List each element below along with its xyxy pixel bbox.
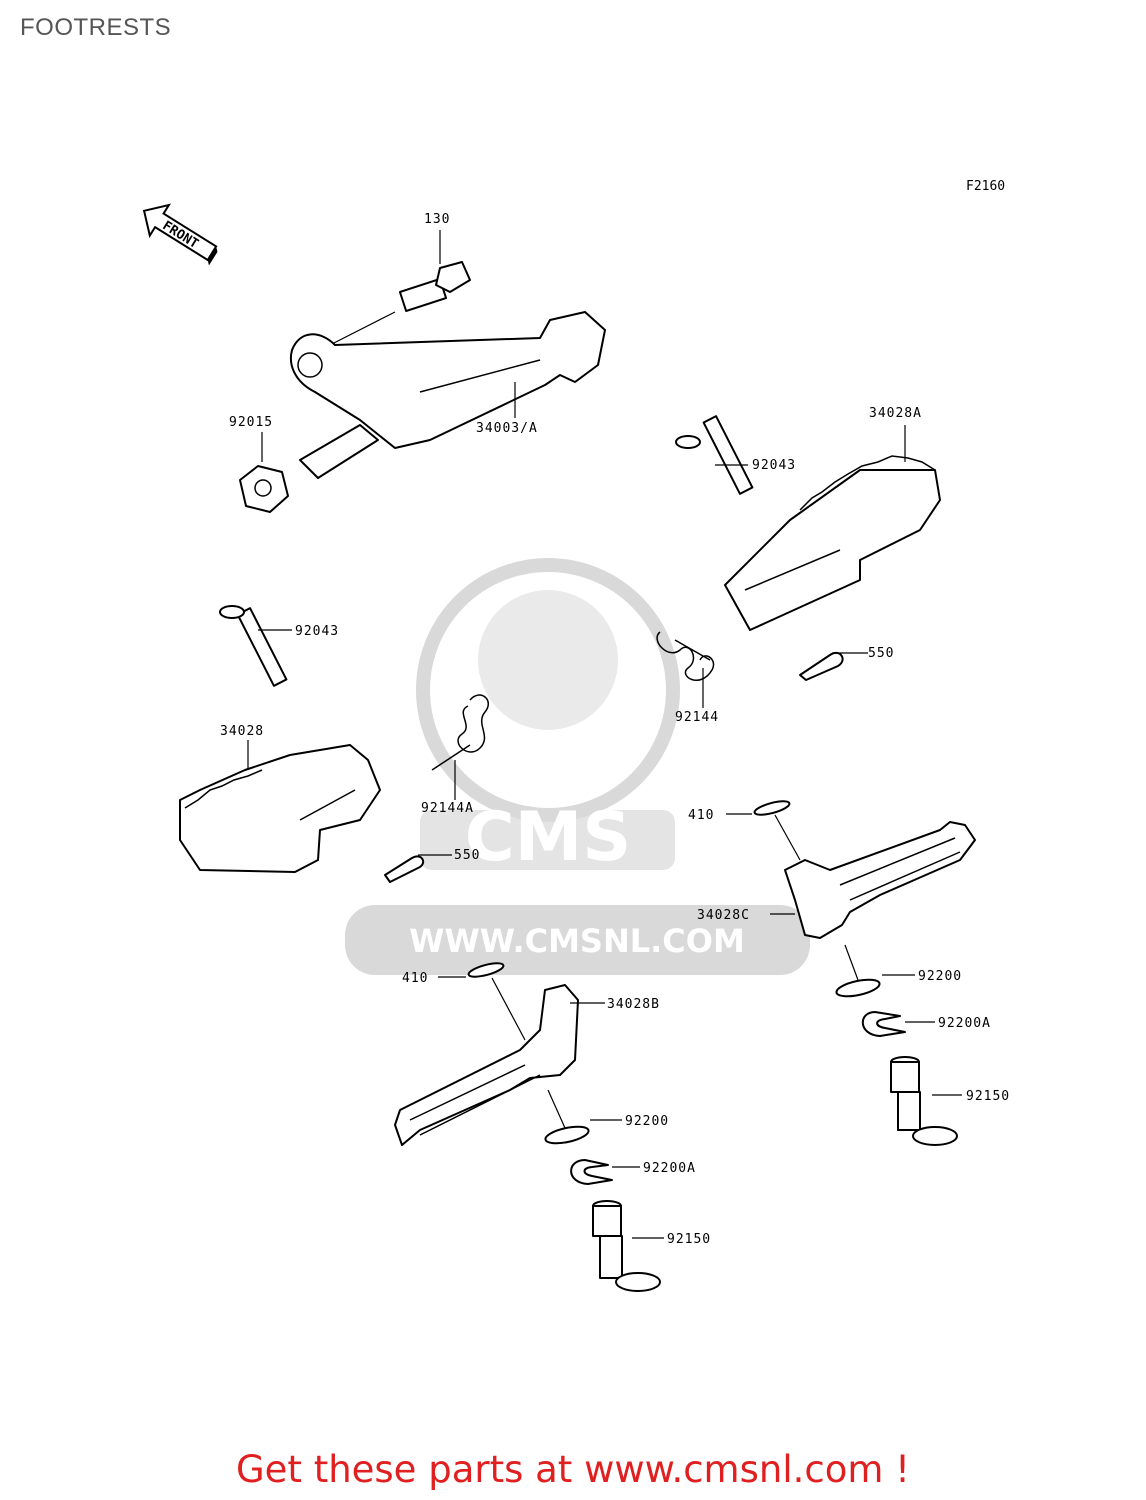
- callout-92200A-right: 92200A: [938, 1016, 991, 1031]
- callout-34028C: 34028C: [697, 908, 750, 923]
- cmsnl-watermark-logo: CMS WWW.CMSNL.COM: [345, 558, 810, 975]
- watermark-logo-text: CMS: [465, 798, 632, 877]
- clip-92200A-left: [570, 1159, 640, 1185]
- footrest-34028B: [394, 984, 605, 1146]
- washer-92200-left: [544, 1089, 622, 1145]
- callout-92200-right: 92200: [918, 969, 962, 984]
- callout-410-right: 410: [688, 808, 714, 823]
- callout-92144A: 92144A: [421, 801, 474, 816]
- page-title: FOOTRESTS: [20, 14, 172, 41]
- callout-92150-right: 92150: [966, 1089, 1010, 1104]
- bolt-130: [329, 230, 471, 346]
- pin-92043-lower: [219, 605, 292, 687]
- nut-92015: [239, 432, 289, 513]
- shoulder-bolt-92150-right: [890, 1056, 962, 1146]
- spring-92144: [656, 631, 715, 708]
- front-direction-arrow: FRONT: [142, 203, 218, 266]
- callout-34028B: 34028B: [607, 997, 660, 1012]
- footrest-34028C: [770, 821, 976, 939]
- callout-92200-left: 92200: [625, 1114, 669, 1129]
- footrest-34028: [179, 740, 381, 873]
- clip-92200A-right: [861, 1011, 935, 1037]
- pin-92043-upper: [675, 415, 754, 495]
- shoulder-bolt-92150-left: [592, 1200, 664, 1292]
- cotter-pin-550-right: [799, 651, 868, 681]
- callout-34028: 34028: [220, 724, 264, 739]
- callout-130: 130: [424, 212, 450, 227]
- washer-92200-right: [835, 944, 915, 998]
- callout-92015: 92015: [229, 415, 273, 430]
- callout-92144: 92144: [675, 710, 719, 725]
- figure-reference: F2160: [966, 179, 1005, 194]
- callout-92043-upper: 92043: [752, 458, 796, 473]
- callout-92200A-left: 92200A: [643, 1161, 696, 1176]
- footrest-bracket-34003A: [290, 311, 606, 479]
- callout-34003A: 34003/A: [476, 421, 538, 436]
- callout-34028A: 34028A: [869, 406, 922, 421]
- callout-92043-lower: 92043: [295, 624, 339, 639]
- watermark-url-text: WWW.CMSNL.COM: [409, 922, 745, 960]
- spring-92144A: [431, 694, 490, 800]
- callout-92150-left: 92150: [667, 1232, 711, 1247]
- footrest-34028A: [724, 425, 941, 631]
- footer-cta-link[interactable]: Get these parts at www.cmsnl.com !: [235, 1448, 910, 1491]
- callout-410-left: 410: [402, 971, 428, 986]
- cotter-pin-550-left: [384, 854, 452, 883]
- washer-410-right: [726, 800, 801, 861]
- callout-550-right: 550: [868, 646, 894, 661]
- callout-550-left: 550: [454, 848, 480, 863]
- washer-410-left: [438, 962, 526, 1041]
